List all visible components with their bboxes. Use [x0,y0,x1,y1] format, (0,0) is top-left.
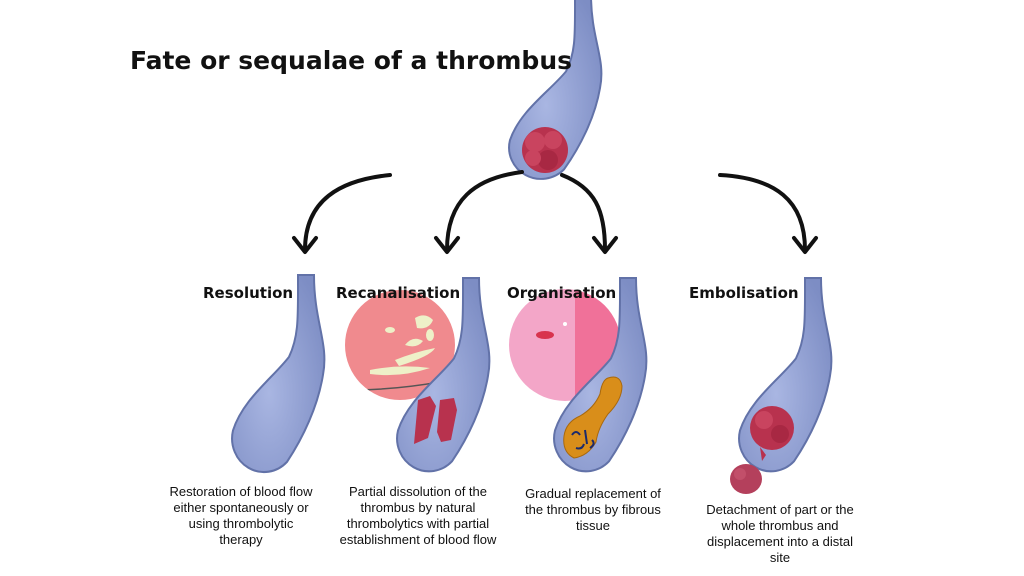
vessel-resolution [231,273,326,474]
description-resolution: Restoration of blood flow either spontan… [169,484,313,547]
embolus [730,406,794,494]
label-organisation: Organisation [507,284,617,302]
thrombus-fragment [437,398,457,442]
label-embolisation: Embolisation [689,284,799,302]
label-resolution: Resolution [203,284,294,302]
organised-thrombus [563,376,623,459]
label-recanalisation: Recanalisation [336,284,461,302]
description-embolisation: Detachment of part or the whole thrombus… [706,502,854,565]
arrow-organisation [560,173,607,252]
description-recanalisation: Partial dissolution of the thrombus by n… [339,484,497,547]
arrow-recanalisation [445,170,524,252]
histology-organisation [509,289,621,401]
histology-recanalisation [345,290,455,400]
thrombus [522,127,568,173]
description-organisation: Gradual replacement of the thrombus by f… [525,486,661,533]
arrow-resolution [303,173,392,252]
thrombus-fragment [414,396,436,444]
arrows [292,170,818,254]
page-title: Fate or sequalae of a thrombus [130,46,573,75]
arrow-embolisation [718,173,807,252]
